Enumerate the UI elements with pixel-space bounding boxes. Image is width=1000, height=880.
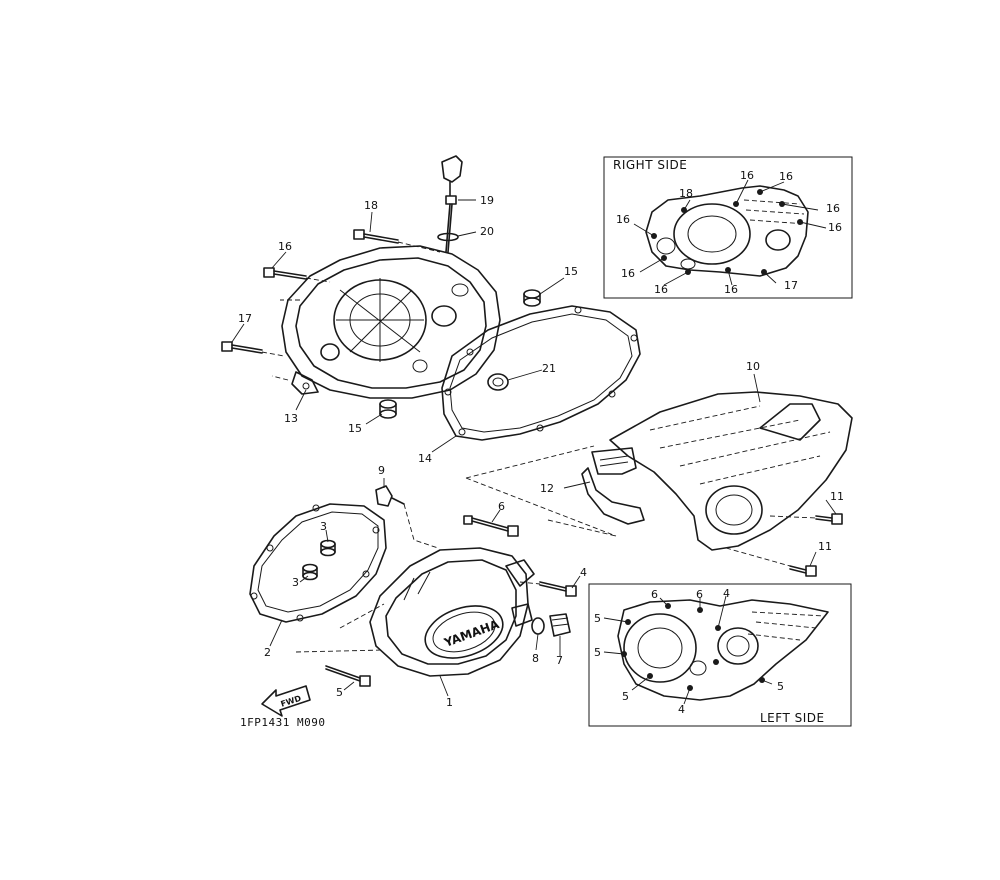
callout-11-bolt: 11 <box>818 540 832 553</box>
left-side-frame <box>588 583 852 727</box>
left-label-6: 6 <box>696 588 703 601</box>
oil-seal <box>487 373 509 391</box>
right-label-16: 16 <box>621 267 635 280</box>
bolt-18 <box>353 229 441 253</box>
callout-3-dowel: 3 <box>292 576 299 589</box>
callout-15-dowel: 15 <box>348 422 362 435</box>
callout-3-dowel: 3 <box>320 520 327 533</box>
left-crankcase-cover: YAMAHA <box>295 547 535 677</box>
left-label-4: 4 <box>723 587 730 600</box>
left-cover-gasket <box>249 503 387 623</box>
right-label-16: 16 <box>828 221 842 234</box>
right-label-16: 16 <box>740 169 754 182</box>
callout-16-bolt: 16 <box>278 240 292 253</box>
left-label-5: 5 <box>622 690 629 703</box>
right-crankcase-cover <box>271 245 501 399</box>
callout-15-dowel: 15 <box>564 265 578 278</box>
callout-7-plug: 7 <box>556 654 563 667</box>
callout-9-clamp: 9 <box>378 464 385 477</box>
right-cover-bore <box>673 203 751 265</box>
callout-8-o-ring: 8 <box>532 652 539 665</box>
right-label-18: 18 <box>679 187 693 200</box>
bolt-4 <box>519 581 577 597</box>
bolt-17 <box>221 341 285 357</box>
bolt-5 <box>325 665 371 687</box>
callout-14-gasket: 14 <box>418 452 432 465</box>
right-label-16: 16 <box>724 283 738 296</box>
right-label-16: 16 <box>826 202 840 215</box>
plug-7 <box>549 613 571 637</box>
o-ring-8 <box>531 617 545 635</box>
left-cover-bore <box>623 613 697 683</box>
right-side-title: RIGHT SIDE <box>613 158 687 172</box>
callout-18-bolt: 18 <box>364 199 378 212</box>
callout-20-o-ring: 20 <box>480 225 494 238</box>
fwd-arrow-icon: FWD <box>261 685 311 717</box>
dipstick-o-ring <box>437 232 459 242</box>
bolt-11-lower <box>725 547 817 577</box>
callout-19-dipstick: 19 <box>480 194 494 207</box>
bolt-16 <box>263 267 331 283</box>
right-cover-gasket <box>441 305 641 441</box>
sprocket-cover <box>609 391 853 551</box>
bolt-6 <box>463 515 519 537</box>
callout-21-seal: 21 <box>542 362 556 375</box>
dowel-pin-lower <box>379 399 397 419</box>
leader-lines <box>231 199 837 697</box>
callout-12-guide: 12 <box>540 482 554 495</box>
callout-11-bolt: 11 <box>830 490 844 503</box>
callout-4-bolt: 4 <box>580 566 587 579</box>
right-label-17: 17 <box>784 279 798 292</box>
left-side-title: LEFT SIDE <box>760 711 825 725</box>
right-label-16: 16 <box>654 283 668 296</box>
left-cover-outline <box>617 599 829 701</box>
bolt-11-upper <box>769 513 843 525</box>
right-side-inset: RIGHT SIDE 16 16 18 16 16 16 16 16 16 <box>603 156 853 299</box>
left-label-6: 6 <box>651 588 658 601</box>
callout-6-bolt: 6 <box>498 500 505 513</box>
dowel-pin-3-upper <box>320 539 336 557</box>
dowel-pin-upper <box>523 289 541 307</box>
left-side-inset: LEFT SIDE 6 6 4 5 5 5 5 4 <box>588 583 852 727</box>
left-label-5: 5 <box>777 680 784 693</box>
right-cover-outline <box>645 185 809 277</box>
callout-5-bolt: 5 <box>336 686 343 699</box>
callout-2-gasket: 2 <box>264 646 271 659</box>
right-label-16: 16 <box>779 170 793 183</box>
callout-13-cover: 13 <box>284 412 298 425</box>
callout-1-cover: 1 <box>446 696 453 709</box>
assembly-guide-line <box>465 445 617 537</box>
left-label-4: 4 <box>678 703 685 716</box>
right-side-frame <box>603 156 853 299</box>
left-label-5: 5 <box>594 646 601 659</box>
callout-10-sprocket-cover: 10 <box>746 360 760 373</box>
oil-dipstick <box>441 155 463 253</box>
figure-code: 1FP1431 M090 <box>240 716 325 729</box>
chain-guide <box>581 447 645 525</box>
left-label-5: 5 <box>594 612 601 625</box>
right-label-16: 16 <box>616 213 630 226</box>
dowel-pin-3-lower <box>302 563 318 581</box>
callout-17-bolt: 17 <box>238 312 252 325</box>
